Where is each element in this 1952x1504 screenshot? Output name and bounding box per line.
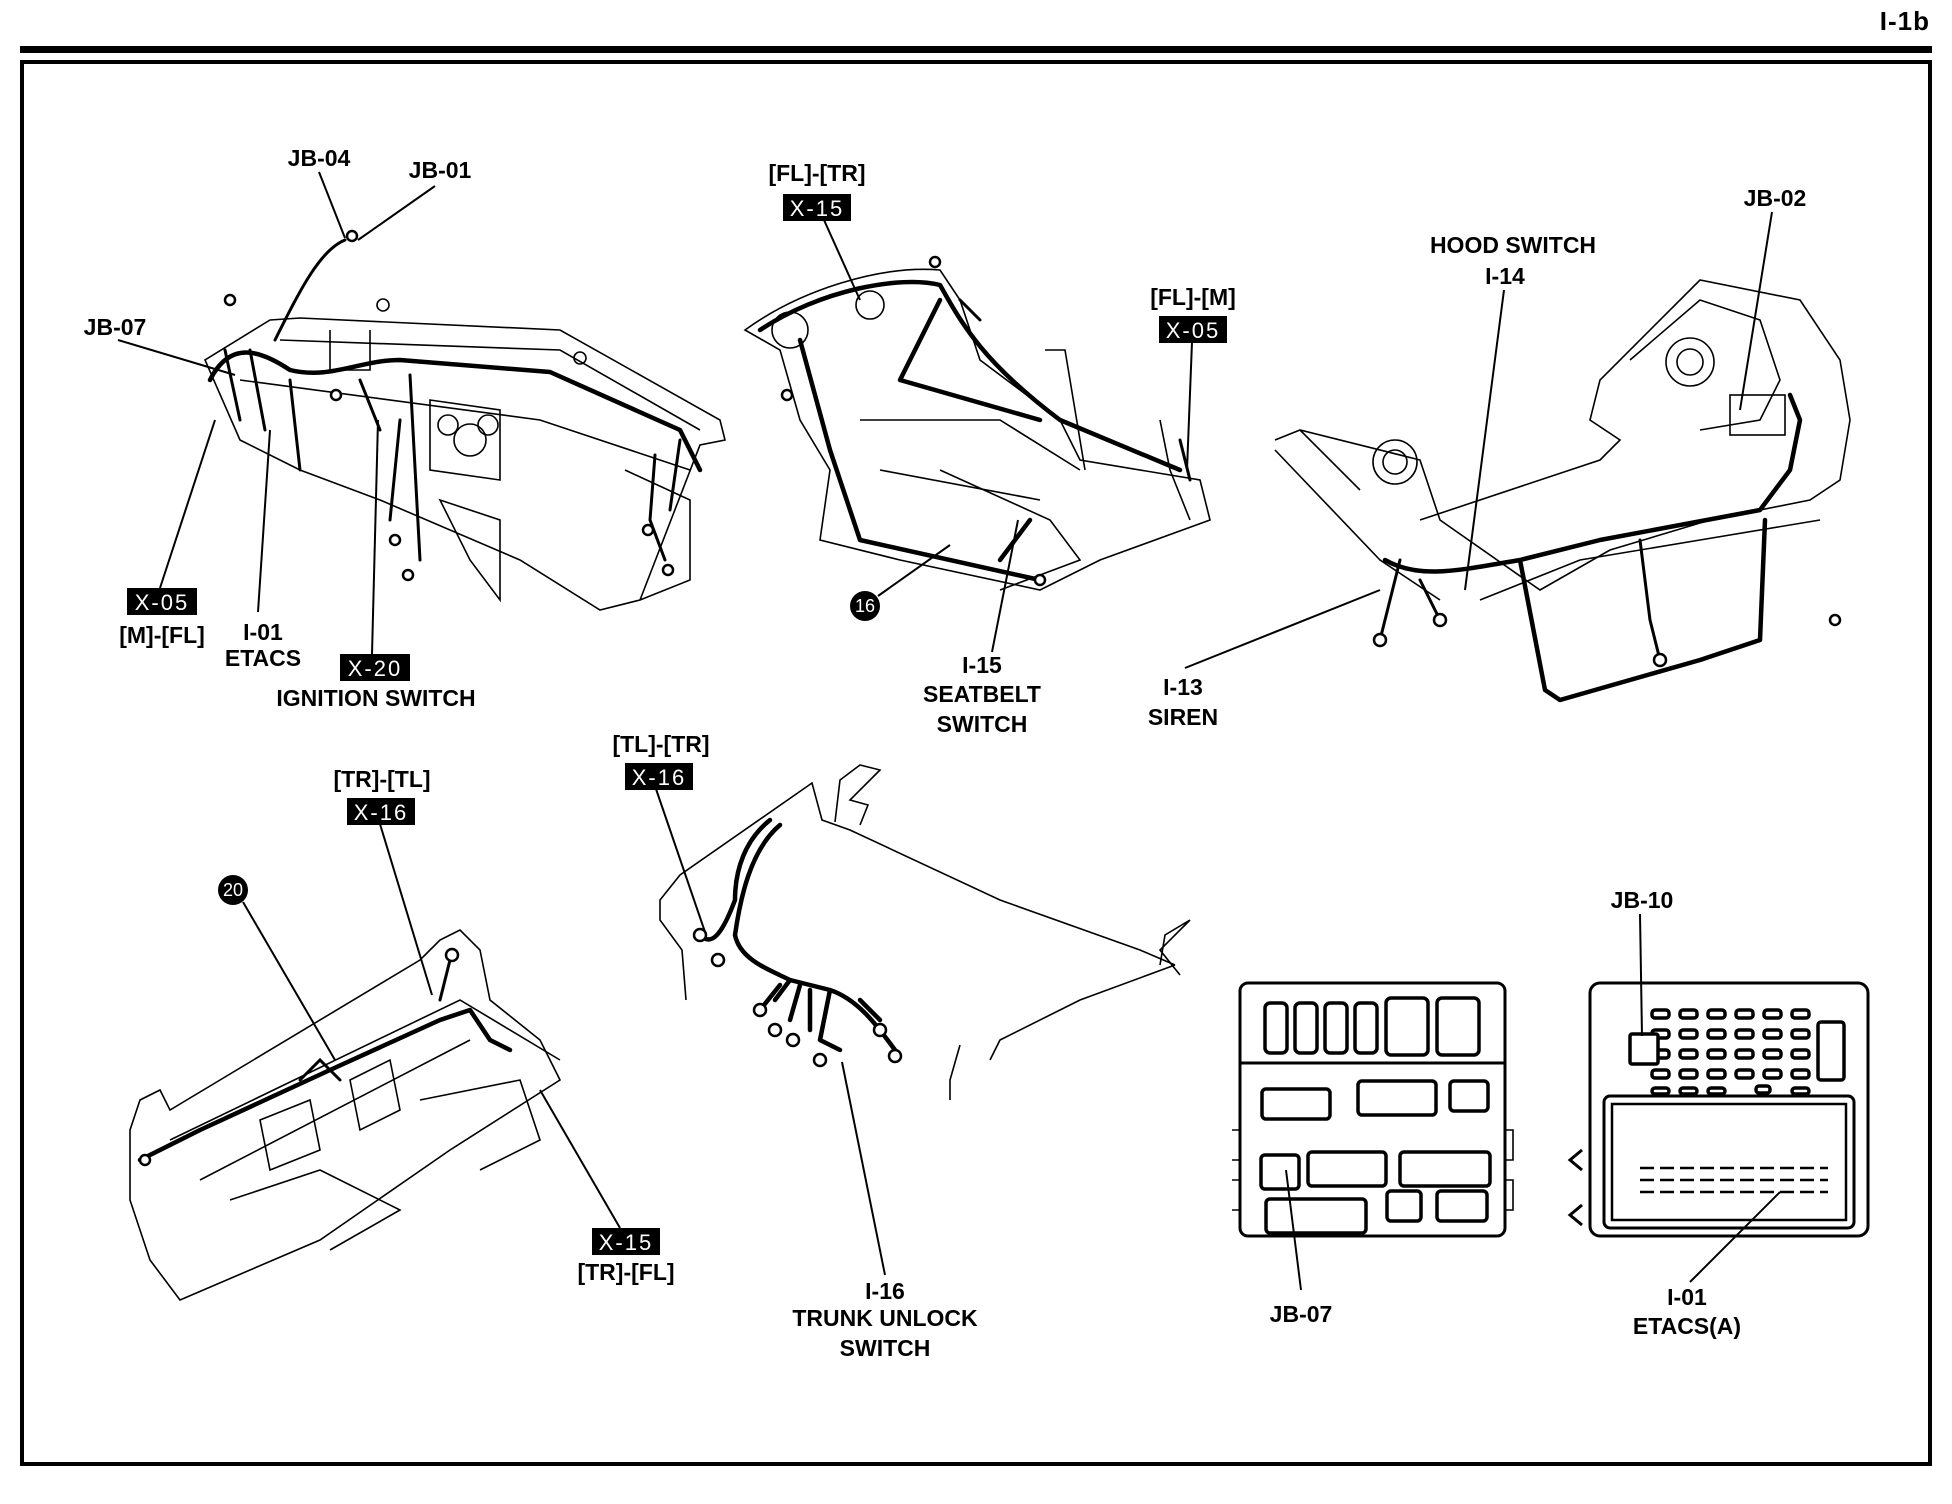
trunk-floor-view: [TR]-[TL] X-16 20 X-15 [TR]-[FL] (129, 766, 675, 1301)
badge-x15-trunk-text: X-15 (599, 1230, 653, 1255)
ground-point-20: 20 (218, 875, 248, 905)
label-i14-code: I-14 (1485, 263, 1525, 289)
badge-x16-trunk: X-16 (347, 798, 415, 825)
leader-i14 (1464, 289, 1505, 591)
label-i16-code: I-16 (865, 1278, 905, 1304)
ip-main-harness (207, 350, 703, 473)
trunk-lid-harness (697, 817, 898, 1053)
label-i01-name: ETACS (225, 645, 301, 671)
ground-point-20-text: 20 (223, 880, 243, 900)
leader-i01-box (1689, 1191, 1781, 1283)
trunk-floor-harness (137, 1007, 513, 1163)
trunk-floor-outline (129, 929, 562, 1301)
engine-room-view: HOOD SWITCH I-14 JB-02 I-13 SIREN (1148, 185, 1851, 730)
label-x05-route-ip: [M]-[FL] (119, 622, 205, 648)
label-i16-name-2: SWITCH (840, 1335, 931, 1361)
badge-x15-trunk: X-15 (592, 1228, 660, 1255)
leader-jb04 (318, 171, 346, 239)
badge-x20: X-20 (340, 654, 410, 681)
leader-i13 (1184, 589, 1381, 669)
badge-x05-ip: X-05 (127, 588, 197, 615)
instrument-panel-view: JB-04 JB-01 JB-07 X-05 [M]-[FL] I-01 ETA… (84, 145, 726, 711)
engine-room-harness (1382, 392, 1803, 703)
label-etacs-a: ETACS(A) (1633, 1313, 1741, 1339)
leader-x15-floor (823, 219, 861, 301)
leader-x05 (159, 419, 216, 589)
label-jb02: JB-02 (1744, 185, 1807, 211)
badge-x05-floor-text: X-05 (1166, 318, 1220, 343)
badge-x05-ip-text: X-05 (135, 590, 189, 615)
leader-jb07-box (1285, 1169, 1302, 1291)
page-number: I-1b (1879, 6, 1930, 36)
label-jb10: JB-10 (1611, 887, 1674, 913)
label-x16-route-trunk: [TR]-[TL] (333, 766, 430, 792)
diagram-frame (20, 60, 1932, 1466)
label-jb04: JB-04 (288, 145, 351, 171)
label-i16-name-1: TRUNK UNLOCK (792, 1305, 978, 1331)
label-x15-route-floor: [FL]-[TR] (768, 160, 865, 186)
label-ignition-switch: IGNITION SWITCH (276, 685, 475, 711)
label-i15-name-2: SWITCH (937, 711, 1028, 737)
label-i13-code: I-13 (1163, 674, 1203, 700)
leader-x16-lid (655, 788, 706, 933)
badge-x16-lid: X-16 (625, 763, 693, 790)
label-jb01: JB-01 (409, 157, 472, 183)
leader-x15-trunk (539, 1089, 621, 1229)
label-x15-route-trunk: [TR]-[FL] (577, 1259, 674, 1285)
label-i01-code: I-01 (243, 619, 283, 645)
leader-jb02 (1739, 211, 1773, 411)
ground-point-16: 16 (850, 591, 880, 621)
leader-ground-20 (242, 901, 336, 1061)
label-jb07-box: JB-07 (1270, 1301, 1333, 1327)
badge-x20-text: X-20 (348, 656, 402, 681)
header-rule (20, 46, 1932, 53)
badge-x15-floor: X-15 (783, 194, 851, 221)
junction-box-front: JB-07 (1232, 981, 1514, 1327)
label-jb07: JB-07 (84, 314, 147, 340)
trunk-lid-view: [TL]-[TR] X-16 I-16 TRUNK UNLOCK SWITCH (612, 731, 1191, 1361)
label-x05-route-floor: [FL]-[M] (1150, 284, 1236, 310)
leader-jb01 (357, 185, 436, 241)
leader-x16-trunk (379, 823, 433, 996)
junction-box-rear: JB-10 I-01 ETACS(A) (1567, 887, 1870, 1339)
fuse-grid (1650, 1008, 1811, 1096)
badge-x16-lid-text: X-16 (632, 765, 686, 790)
leader-i16 (841, 1061, 886, 1276)
leader-i15 (991, 519, 1019, 653)
trunk-lid-outline (659, 781, 1176, 1061)
label-x16-route-lid: [TL]-[TR] (612, 731, 709, 757)
leader-jb07 (117, 339, 236, 376)
ground-point-16-text: 16 (855, 596, 875, 616)
label-i15-code: I-15 (962, 652, 1002, 678)
leader-x20 (371, 419, 379, 655)
label-siren: SIREN (1148, 704, 1218, 730)
jb10-connector (1628, 1032, 1660, 1066)
label-i15-name-1: SEATBELT (923, 681, 1041, 707)
label-hood-switch: HOOD SWITCH (1430, 232, 1596, 258)
badge-x05-floor: X-05 (1159, 316, 1227, 343)
leader-x05-floor (1186, 341, 1193, 471)
badge-x16-trunk-text: X-16 (354, 800, 408, 825)
dash-panel-outline (203, 317, 726, 611)
floor-harness (757, 279, 1183, 583)
engine-room-outline (1274, 279, 1851, 591)
label-i01-box-code: I-01 (1667, 1284, 1707, 1310)
leader-jb10 (1639, 913, 1643, 1037)
badge-x15-floor-text: X-15 (790, 196, 844, 221)
leader-ground-16 (877, 544, 951, 597)
floor-view: [FL]-[TR] X-15 [FL]-[M] X-05 16 I-15 SEA… (743, 160, 1236, 737)
leader-i01 (257, 429, 271, 613)
